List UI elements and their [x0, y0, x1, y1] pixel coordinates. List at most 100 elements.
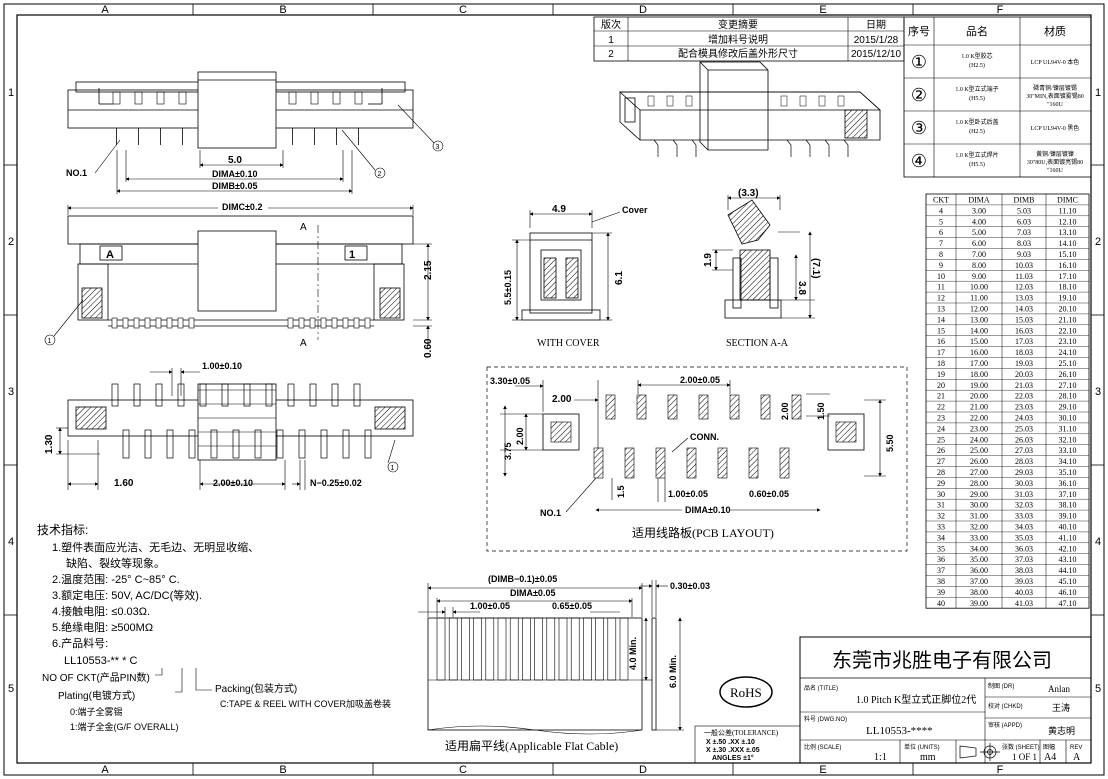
- row-label: 2: [8, 236, 14, 248]
- iso-pin: [691, 139, 697, 157]
- dim-table-cell: 46.10: [1059, 588, 1077, 597]
- size-value: A4: [1044, 752, 1056, 763]
- dim-table-cell: 10: [937, 272, 945, 281]
- dim-table-cell: 33.10: [1059, 446, 1077, 455]
- pin-bottom: [144, 429, 152, 459]
- dim-table-cell: 30: [937, 490, 945, 499]
- section-view-dims: (3.3) 1.9 3.8 (7.1) SECTION A-A: [703, 188, 821, 349]
- parts-header: 序号: [908, 24, 930, 38]
- cable-dim-dimb: (DIMB−0.1)±0.05: [488, 574, 557, 584]
- dim-table-cell: 33.00: [970, 533, 988, 542]
- cable-conductor: [509, 617, 519, 681]
- dim-table-cell: 40: [937, 599, 945, 608]
- row-label: 5: [8, 683, 14, 695]
- note-line: 6.产品料号:: [52, 636, 108, 650]
- pin-foot: [364, 317, 371, 329]
- balloon: 1: [391, 465, 395, 472]
- pn-packing-c: C:TAPE & REEL WITH COVER加吸盖卷装: [220, 698, 391, 709]
- row-label: 3: [1095, 386, 1101, 398]
- dim-table-cell: 19: [937, 370, 945, 379]
- pcb-dim-dima: DIMA±0.10: [685, 505, 730, 515]
- contact-slot: [112, 91, 121, 105]
- dim-table-cell: 19.03: [1015, 359, 1033, 368]
- cable-dim-4-0: 4.0 Min.: [628, 637, 638, 670]
- rev-header: 日期: [866, 19, 886, 31]
- pin-top: [243, 383, 251, 407]
- dim-table-cell: 39: [937, 588, 945, 597]
- row-label: 1: [8, 87, 14, 99]
- dim-table-cell: 42.10: [1059, 544, 1077, 553]
- dim-table-cell: 31.10: [1059, 424, 1077, 433]
- cable-dim-0-30: 0.30±0.03: [670, 581, 710, 591]
- flat-cable: [427, 617, 657, 735]
- dim-1-9: 1.9: [703, 253, 714, 267]
- rohs-mark: RoHS: [719, 676, 773, 708]
- dim-table-cell: 20.10: [1059, 305, 1077, 314]
- pin-bottom: [254, 429, 262, 459]
- dim-1-30: 1.30: [44, 434, 55, 454]
- iso-slot: [818, 95, 826, 107]
- dim-table-cell: 15.00: [970, 337, 988, 346]
- dim-table-cell: 17.10: [1059, 272, 1077, 281]
- dim-table-cell: 27.03: [1015, 446, 1033, 455]
- tolerance-title: 一般公差(TOLERANCE): [704, 728, 779, 737]
- cable-dim-0-65: 0.65±0.05: [552, 601, 592, 611]
- dim-table-cell: 35.10: [1059, 468, 1077, 477]
- dim-table-cell: 7.03: [1017, 228, 1031, 237]
- cable-conductor: [619, 617, 629, 681]
- section-view: [724, 199, 782, 319]
- dim-table-cell: 30.00: [970, 501, 988, 510]
- iso-view: [618, 61, 882, 157]
- iso-slot: [837, 95, 845, 107]
- pin-top: [287, 383, 295, 407]
- dim-5-0: 5.0: [228, 155, 242, 166]
- parts-header: 材质: [1044, 24, 1066, 38]
- pin-foot: [320, 317, 327, 329]
- dim-table-cell: 24.00: [970, 435, 988, 444]
- dim-table-cell: 29.03: [1015, 468, 1033, 477]
- cable-dim-6-0: 6.0 Min.: [668, 655, 678, 688]
- dim-table-cell: 37.00: [970, 577, 988, 586]
- dim-table-cell: 23.10: [1059, 337, 1077, 346]
- rev-cell: 2: [608, 49, 614, 60]
- part-name-sub: (H5.5): [969, 95, 985, 102]
- dim-table-cell: 40.03: [1015, 588, 1033, 597]
- dim-table-cell: 4: [939, 206, 943, 215]
- note-line: 1.塑件表面应光洁、无毛边、无明显收缩、: [52, 540, 259, 554]
- cable-conductor: [485, 617, 495, 681]
- units-label: 单位 (UNITS): [904, 743, 940, 751]
- dim-table-cell: 36: [937, 555, 945, 564]
- iso-slot: [799, 95, 807, 107]
- no1-label: NO.1: [66, 168, 87, 178]
- pcb-dim-3-75: 3.75: [503, 442, 513, 460]
- dim-table-cell: 7.00: [972, 250, 986, 259]
- dim-1-60: 1.60: [114, 478, 134, 489]
- conn-label: CONN.: [690, 432, 719, 442]
- dim-table-cell: 34.10: [1059, 457, 1077, 466]
- cable-dim-dima: DIMA±0.05: [510, 588, 555, 598]
- pcb-pad-top: [791, 394, 802, 420]
- cover-label: Cover: [622, 205, 648, 215]
- projection-symbol: [959, 743, 1000, 761]
- col-label: C: [459, 764, 467, 776]
- pin-top: [199, 383, 207, 407]
- dim-dima: DIMA±0.10: [212, 169, 257, 179]
- col-label: B: [279, 4, 286, 16]
- contact-slot: [354, 91, 363, 105]
- scale-label: 比例 (SCALE): [804, 743, 841, 751]
- pin-foot: [133, 317, 140, 329]
- dim-table-cell: 12.00: [970, 305, 988, 314]
- pcb-dim-1-00: 1.00±0.05: [668, 489, 708, 499]
- dim-table-cell: 16.03: [1015, 326, 1033, 335]
- pin-foot: [353, 317, 360, 329]
- cable-conductor: [546, 617, 556, 681]
- contact-slot: [134, 91, 143, 105]
- section-mark: A: [300, 222, 307, 233]
- iso-pin: [843, 139, 849, 157]
- pcb-dim-1-50: 1.50: [816, 402, 826, 420]
- dim-table-cell: 15.10: [1059, 250, 1077, 259]
- dim-table-cell: 21: [937, 392, 945, 401]
- dim-table-cell: 12.03: [1015, 283, 1033, 292]
